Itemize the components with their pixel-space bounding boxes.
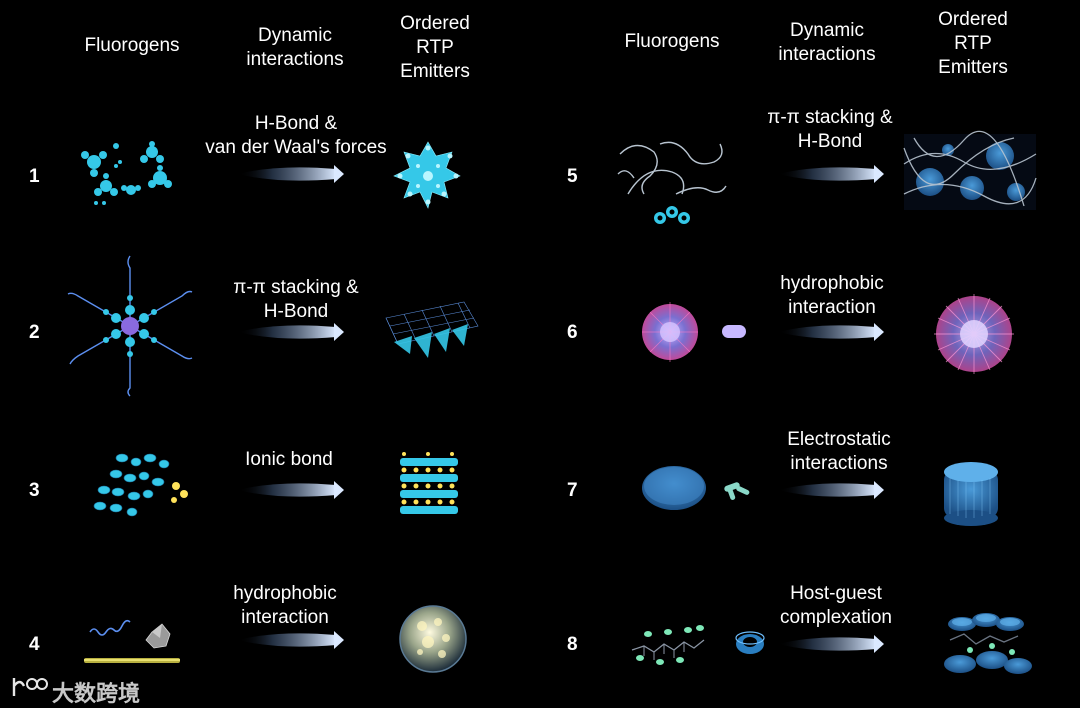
row-number-8: 8 [567,634,578,655]
emitter-6-illustration [934,294,1014,374]
fluorogen-2-illustration [67,255,193,397]
row-number-2: 2 [29,322,40,343]
emitter-2-illustration [385,301,479,358]
header-dynamic-left: Dynamic interactions [246,25,344,70]
row-number-5: 5 [567,166,578,187]
emitter-4-illustration [399,605,467,673]
arrow-2 [238,323,344,341]
row-number-4: 4 [29,634,40,655]
arrow-5 [778,165,884,183]
row-number-6: 6 [567,322,578,343]
arrow-6 [778,323,884,341]
emitter-1-illustration [393,141,461,209]
header-dynamic-right: Dynamic interactions [778,20,876,65]
fluorogen-5-illustration [617,141,727,224]
interaction-label-1: H-Bond & van der Waal's forces [205,113,387,158]
emitter-3-illustration [400,452,458,514]
fluorogen-4-illustration [84,619,180,663]
row-number-3: 3 [29,480,40,501]
emitter-7-illustration [944,462,998,526]
arrow-1 [238,165,344,183]
arrow-3 [238,481,344,499]
interaction-label-3: Ionic bond [245,449,333,470]
arrow-8 [778,635,884,653]
header-fluorogens-right: Fluorogens [624,31,720,52]
header-ordered-left: Ordered RTP Emitters [400,13,470,82]
arrow-4 [238,631,344,649]
arrow-7 [778,481,884,499]
header-ordered-right: Ordered RTP Emitters [938,9,1008,78]
fluorogen-8-illustration [631,625,765,665]
fluorogen-6-illustration [642,302,746,362]
row-number-1: 1 [29,166,40,187]
row-number-7: 7 [567,480,578,501]
interaction-label-7: Electrostatic interactions [787,429,891,474]
emitter-5-illustration [903,130,1037,210]
interaction-label-4: hydrophobic interaction [233,583,337,628]
watermark-text: 大数跨境 [52,681,141,706]
emitter-8-illustration [944,613,1032,674]
watermark-logo-icon [12,678,48,696]
interaction-label-6: hydrophobic interaction [780,273,884,318]
fluorogen-7-illustration [642,466,750,510]
interaction-label-8: Host-guest complexation [780,583,892,628]
fluorogen-3-illustration [93,453,188,517]
header-fluorogens-left: Fluorogens [84,35,180,56]
fluorogen-1-illustration [81,141,172,205]
interaction-label-5: π-π stacking & H-Bond [767,107,893,152]
interaction-label-2: π-π stacking & H-Bond [233,277,359,322]
